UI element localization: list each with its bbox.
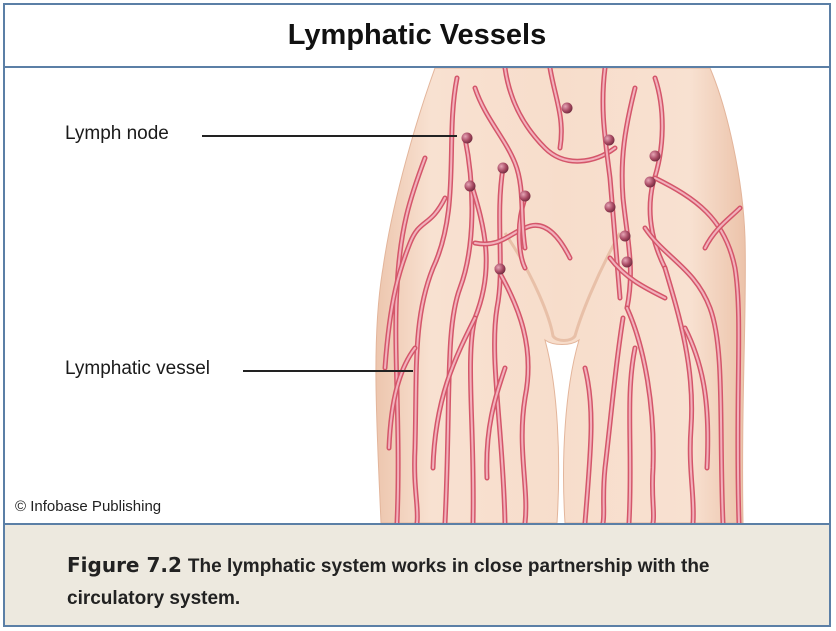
lymph-node-4 (562, 103, 573, 114)
lymph-node-0 (462, 133, 473, 144)
lymphatic-vessel-label: Lymphatic vessel (65, 358, 210, 380)
lymph-node-3 (520, 191, 531, 202)
lymph-node-2 (498, 163, 509, 174)
lymph-node-11 (495, 264, 506, 275)
figure-number: Figure 7.2 (67, 553, 182, 577)
lymph-node-5 (604, 135, 615, 146)
figure-frame: Lymphatic Vessels (3, 3, 831, 627)
lymph-node-label: Lymph node (65, 123, 169, 145)
lymphatic-vessel-leader-line (243, 370, 413, 372)
lymph-node-8 (605, 202, 616, 213)
title-bar: Lymphatic Vessels (5, 5, 829, 68)
lymph-node-6 (650, 151, 661, 162)
figure-title: Lymphatic Vessels (288, 19, 546, 52)
copyright-credit: © Infobase Publishing (15, 498, 161, 515)
lymph-node-1 (465, 181, 476, 192)
illustration-area: Lymph node Lymphatic vessel © Infobase P… (5, 68, 829, 523)
lymph-node-9 (620, 231, 631, 242)
lymph-node-leader-line (202, 135, 457, 137)
lymph-node-7 (645, 177, 656, 188)
lymph-node-10 (622, 257, 633, 268)
